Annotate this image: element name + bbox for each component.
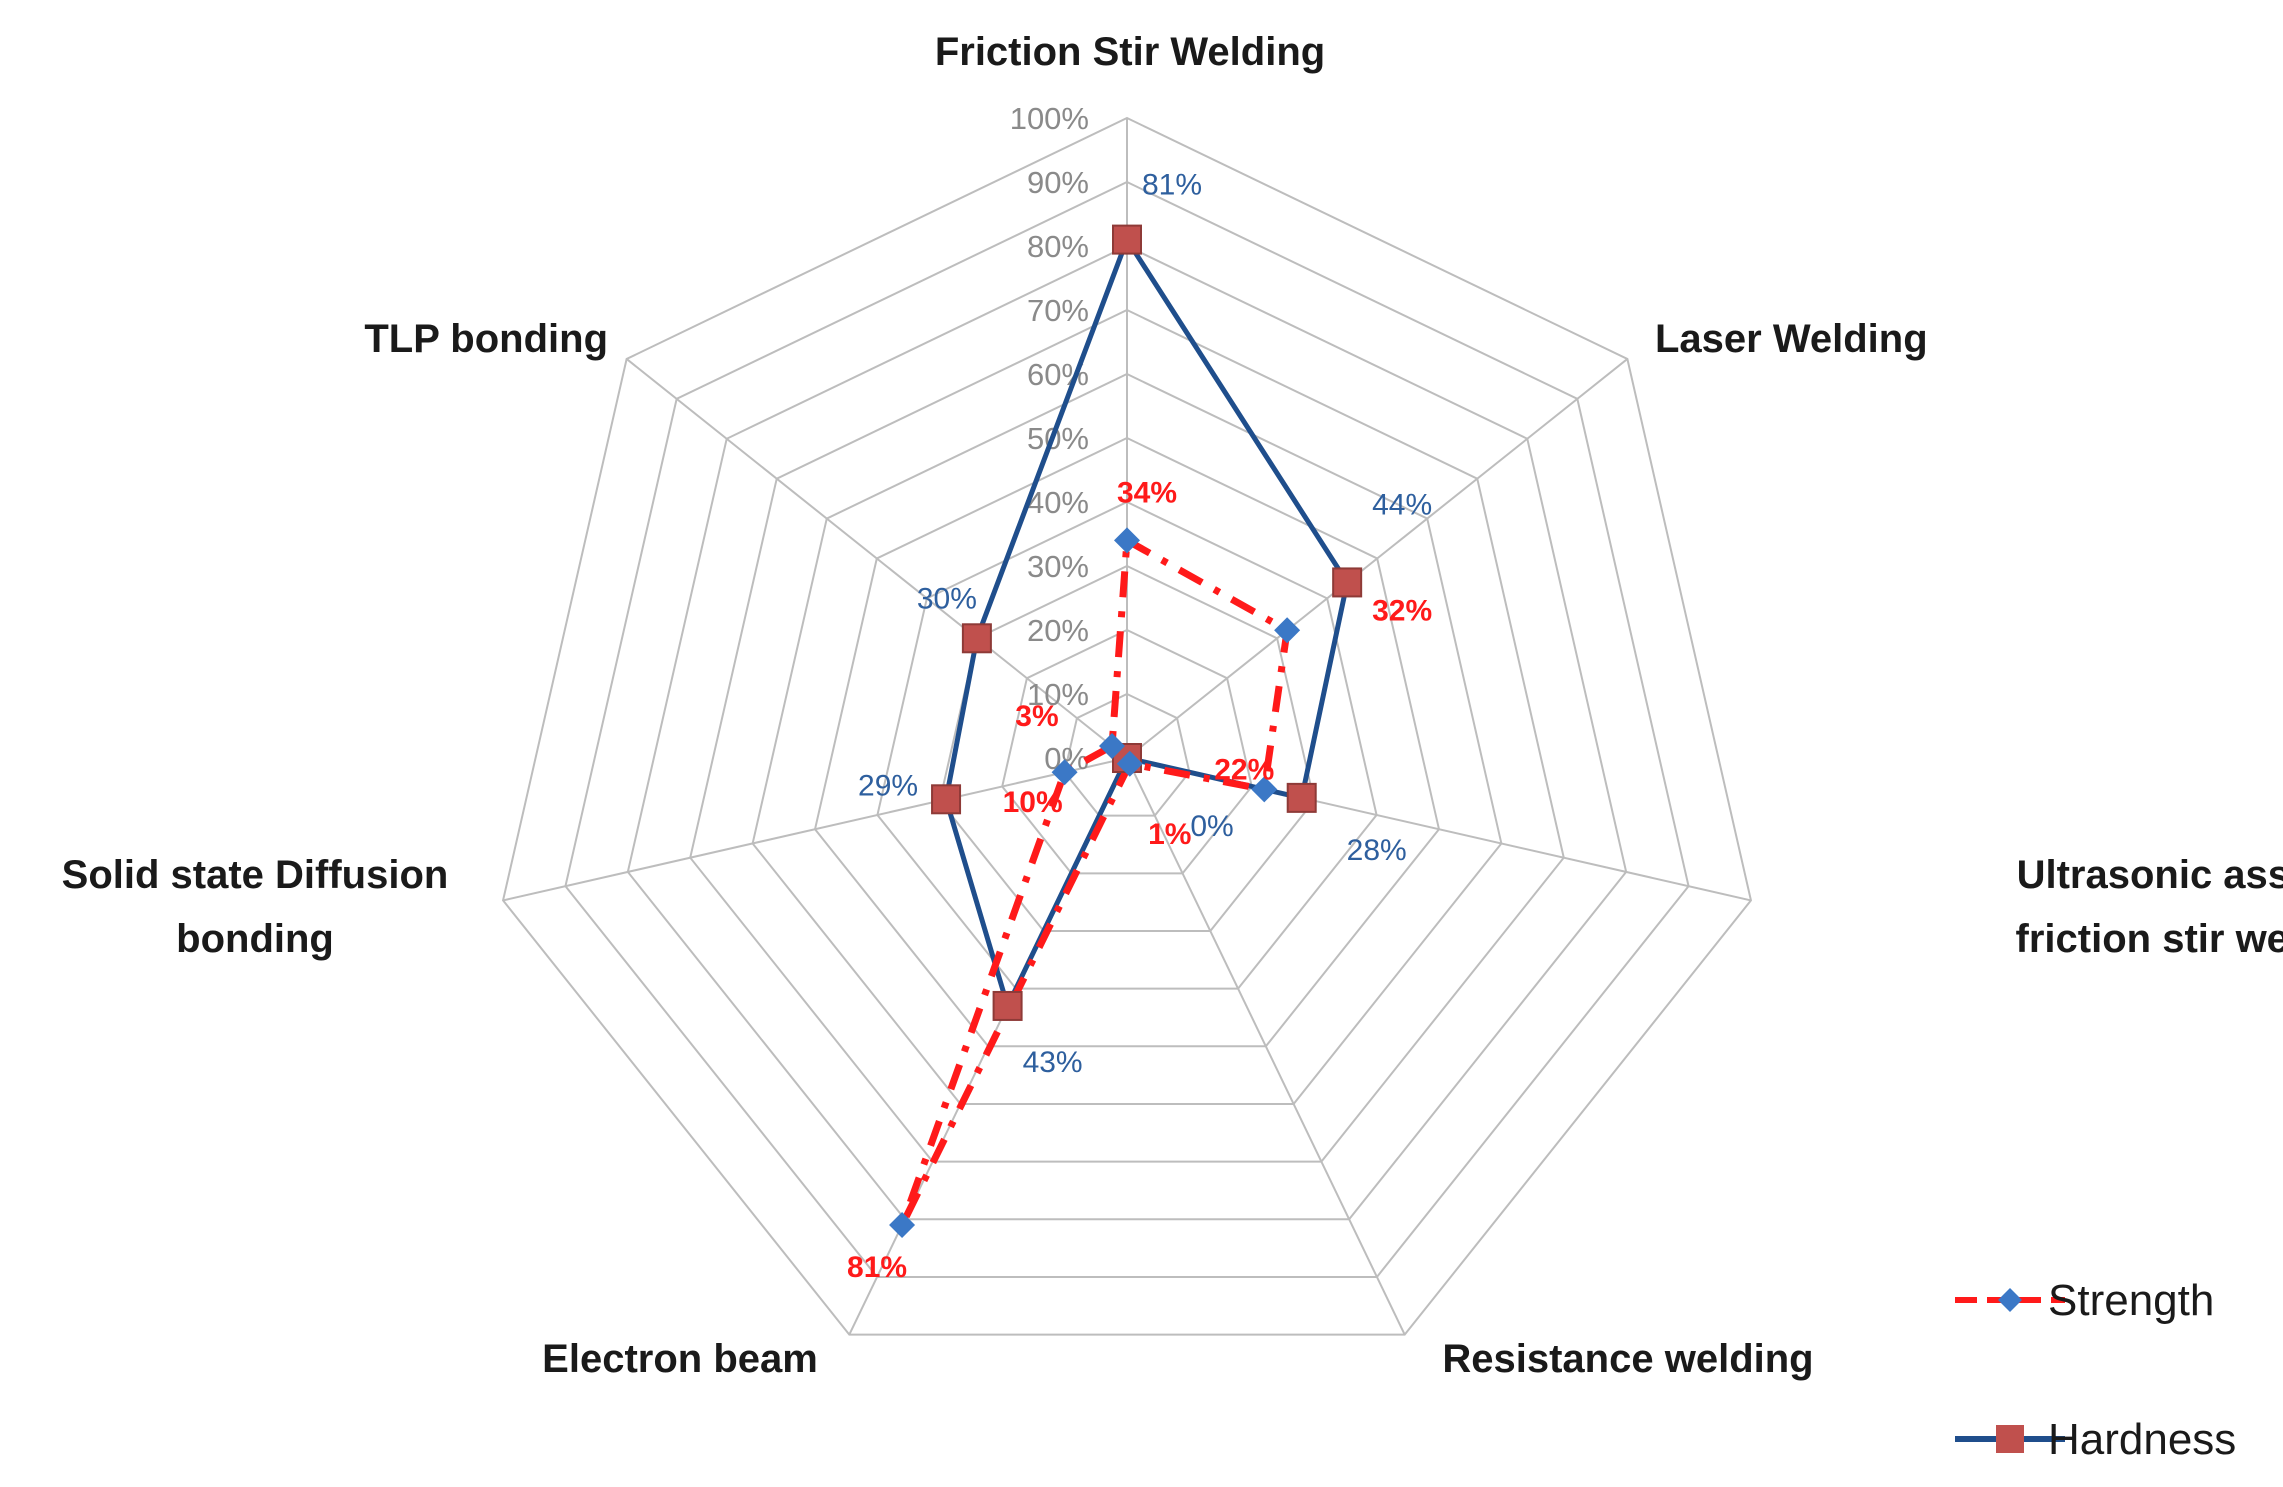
hardness-data-label: 0% [1190, 810, 1233, 843]
tick-label: 100% [1010, 101, 1089, 136]
category-label: TLP bonding [364, 317, 608, 361]
spoke-line [1126, 358, 1628, 759]
grid-ring [689, 308, 1565, 1163]
hardness-marker [961, 623, 992, 654]
strength-data-label: 32% [1372, 594, 1432, 627]
legend-hardness-marker [1996, 1425, 2024, 1453]
spoke-line [1126, 757, 1406, 1336]
strength-data-label: 22% [1214, 753, 1274, 786]
grid-ring [564, 180, 1690, 1278]
hardness-data-label: 28% [1347, 834, 1407, 867]
grid-ring [626, 244, 1628, 1221]
legend: Strength Hardness [1955, 1276, 2236, 1464]
hardness-data-label: 81% [1142, 169, 1202, 202]
category-label: Ultrasonic assistedfriction stir welding [2016, 853, 2283, 961]
legend-strength-label: Strength [2048, 1276, 2214, 1325]
strength-data-label: 34% [1117, 476, 1177, 509]
category-label: Resistance welding [1442, 1337, 1813, 1381]
category-label: Electron beam [542, 1337, 818, 1381]
strength-marker [1274, 617, 1301, 644]
radar-grid [501, 116, 1753, 1336]
legend-hardness-label: Hardness [2048, 1415, 2236, 1464]
hardness-marker [1332, 567, 1363, 598]
radar-spokes [502, 118, 1752, 1336]
legend-strength-marker [1998, 1288, 2022, 1312]
tick-label: 20% [1027, 613, 1089, 648]
legend-item-strength: Strength [1955, 1276, 2214, 1325]
strength-data-label: 81% [847, 1251, 907, 1284]
strength-data-label: 1% [1148, 818, 1191, 851]
legend-item-hardness: Hardness [1955, 1415, 2236, 1464]
grid-ring [1063, 692, 1191, 817]
radial-tick-labels: 0%10%20%30%40%50%60%70%80%90%100% [1010, 101, 1089, 776]
spoke-line [502, 757, 1128, 902]
hardness-marker [992, 990, 1023, 1021]
strength-marker [889, 1212, 916, 1239]
strength-marker [1116, 750, 1143, 777]
strength-marker [1251, 776, 1278, 803]
hardness-marker [931, 784, 962, 815]
hardness-data-label: 44% [1372, 488, 1432, 521]
grid-ring [751, 372, 1503, 1105]
strength-marker [1098, 733, 1125, 760]
grid-ring [501, 116, 1753, 1336]
strength-series-line [898, 536, 1291, 1229]
hardness-data-label: 29% [858, 769, 918, 802]
series-layer [889, 224, 1363, 1239]
grid-ring [813, 436, 1441, 1048]
hardness-data-label: 30% [917, 582, 977, 615]
spoke-line [626, 358, 1128, 759]
strength-data-label: 10% [1003, 786, 1063, 819]
tick-label: 70% [1027, 293, 1089, 328]
tick-label: 80% [1027, 229, 1089, 264]
tick-label: 40% [1027, 485, 1089, 520]
category-label: Friction Stir Welding [935, 30, 1325, 74]
hardness-marker [1112, 224, 1142, 255]
data-labels: 34%32%22%1%81%10%3%81%44%28%0%43%29%30% [847, 169, 1432, 1284]
hardness-marker [1286, 782, 1317, 813]
strength-marker [1114, 527, 1140, 554]
strength-data-label: 3% [1015, 700, 1058, 733]
strength-marker [1051, 759, 1078, 786]
hardness-series-line [943, 237, 1350, 1009]
tick-label: 10% [1027, 677, 1089, 712]
hardness-data-label: 43% [1023, 1046, 1083, 1079]
grid-ring [1001, 628, 1253, 875]
tick-label: 90% [1027, 165, 1089, 200]
category-label: Laser Welding [1655, 317, 1928, 361]
tick-label: 30% [1027, 549, 1089, 584]
